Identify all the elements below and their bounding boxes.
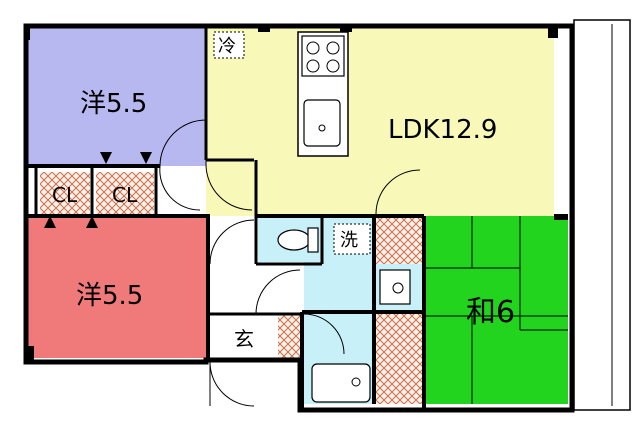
walls bbox=[23, 23, 575, 413]
balcony bbox=[573, 19, 631, 411]
japanese-room-fill bbox=[424, 216, 568, 404]
washer-box bbox=[333, 223, 371, 255]
closet-label-2: CL bbox=[112, 183, 138, 207]
bathtub-icon bbox=[311, 363, 371, 403]
western-room-top-fill bbox=[28, 28, 206, 166]
vanity-icon bbox=[379, 269, 411, 305]
western-room-bottom-fill bbox=[28, 218, 206, 358]
drain-icon bbox=[318, 124, 326, 132]
ldk-lower-fill bbox=[256, 160, 554, 216]
burner-icon bbox=[306, 41, 320, 55]
toilet-icon bbox=[277, 229, 311, 251]
burner-icon bbox=[326, 41, 340, 55]
bath-drain-icon bbox=[351, 377, 361, 387]
refrigerator-label: 冷 bbox=[218, 36, 236, 57]
japanese-room-label: 和6 bbox=[466, 295, 515, 330]
toilet-tank-icon bbox=[307, 227, 319, 253]
door-swings bbox=[159, 119, 421, 407]
entrance-label: 玄 bbox=[234, 327, 254, 351]
closet-hatch-2 bbox=[96, 172, 154, 214]
stove-icon bbox=[301, 35, 345, 77]
burner-icon bbox=[326, 59, 340, 73]
storage-hatch-3 bbox=[278, 314, 300, 358]
western-room-top-label: 洋5.5 bbox=[80, 89, 147, 119]
tatami-lines bbox=[424, 216, 568, 404]
storage-hatch-2 bbox=[376, 312, 424, 404]
refrigerator-box bbox=[213, 31, 245, 59]
closet-hatch-1 bbox=[40, 172, 90, 214]
vanity-basin-icon bbox=[392, 282, 404, 294]
western-room-bottom-label: 洋5.5 bbox=[76, 281, 143, 311]
storage-hatch-1 bbox=[376, 216, 422, 264]
sink-icon bbox=[303, 99, 341, 147]
burner-icon bbox=[306, 59, 320, 73]
wall-markers bbox=[24, 24, 568, 360]
closet-label-1: CL bbox=[52, 183, 78, 207]
ldk-label: LDK12.9 bbox=[388, 115, 497, 145]
washer-label: 洗 bbox=[340, 230, 358, 251]
